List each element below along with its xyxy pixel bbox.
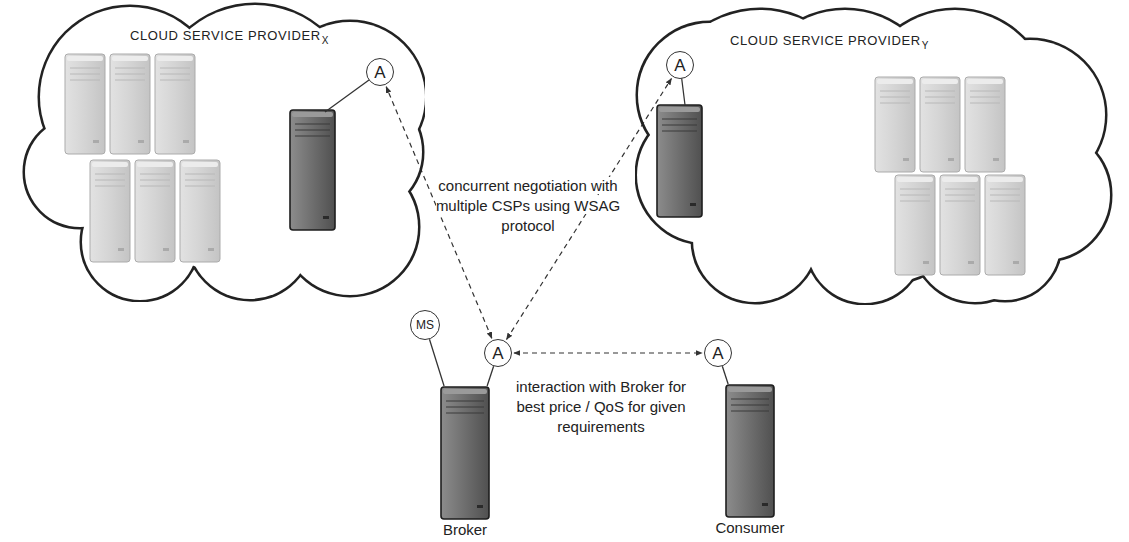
- cloud-region: CLOUD SERVICE PROVIDERX A: [20, 2, 425, 302]
- cloud-outline: [20, 2, 425, 302]
- negotiation-arrow: [514, 352, 702, 353]
- server-light: [65, 54, 105, 154]
- server-caption: Consumer: [685, 519, 815, 537]
- cloud-region: CLOUD SERVICE PROVIDERY A: [635, 5, 1115, 305]
- server-node: Consumer: [725, 384, 775, 518]
- title-subscript: Y: [922, 40, 929, 51]
- server-dark: [441, 387, 489, 519]
- attachment-line: [429, 339, 444, 386]
- server-light: [90, 160, 130, 262]
- server-icon: [440, 386, 490, 520]
- server-dark: [726, 385, 774, 517]
- server-dark: [657, 105, 702, 217]
- attachment-line: [722, 366, 728, 384]
- server-light: [875, 77, 915, 172]
- agent-label: A: [712, 345, 723, 362]
- title-subscript: X: [322, 35, 329, 46]
- server-icon: [725, 384, 775, 518]
- server-node: Broker: [440, 386, 490, 520]
- cloud-title: CLOUD SERVICE PROVIDER: [730, 33, 921, 48]
- agent-label: A: [374, 64, 385, 81]
- agent-circle: A: [484, 339, 512, 367]
- server-light: [920, 77, 960, 172]
- agent-label: A: [492, 345, 503, 362]
- cloud-title: CLOUD SERVICE PROVIDER: [130, 28, 321, 43]
- attachment-line: [487, 366, 494, 386]
- server-light: [985, 175, 1025, 275]
- server-light: [155, 54, 195, 154]
- agent-circle: A: [704, 339, 732, 367]
- server-light: [895, 175, 935, 275]
- agent-label: MS: [416, 319, 434, 331]
- server-dark: [290, 110, 335, 230]
- note-label: interaction with Broker for best price /…: [512, 377, 690, 437]
- note-text: interaction with Broker for best price /…: [516, 378, 686, 435]
- cloud-outline: [635, 5, 1115, 305]
- server-light: [110, 54, 150, 154]
- agent-circle: MS: [410, 310, 440, 340]
- note-label: concurrent negotiation with multiple CSP…: [428, 176, 628, 236]
- agent-circle: A: [366, 58, 394, 86]
- server-light: [135, 160, 175, 262]
- agent-label: A: [674, 57, 685, 74]
- agent-circle: A: [666, 51, 694, 79]
- server-light: [965, 77, 1005, 172]
- server-caption: Broker: [400, 521, 530, 539]
- server-light: [180, 160, 220, 262]
- note-text: concurrent negotiation with multiple CSP…: [436, 177, 620, 234]
- server-light: [940, 175, 980, 275]
